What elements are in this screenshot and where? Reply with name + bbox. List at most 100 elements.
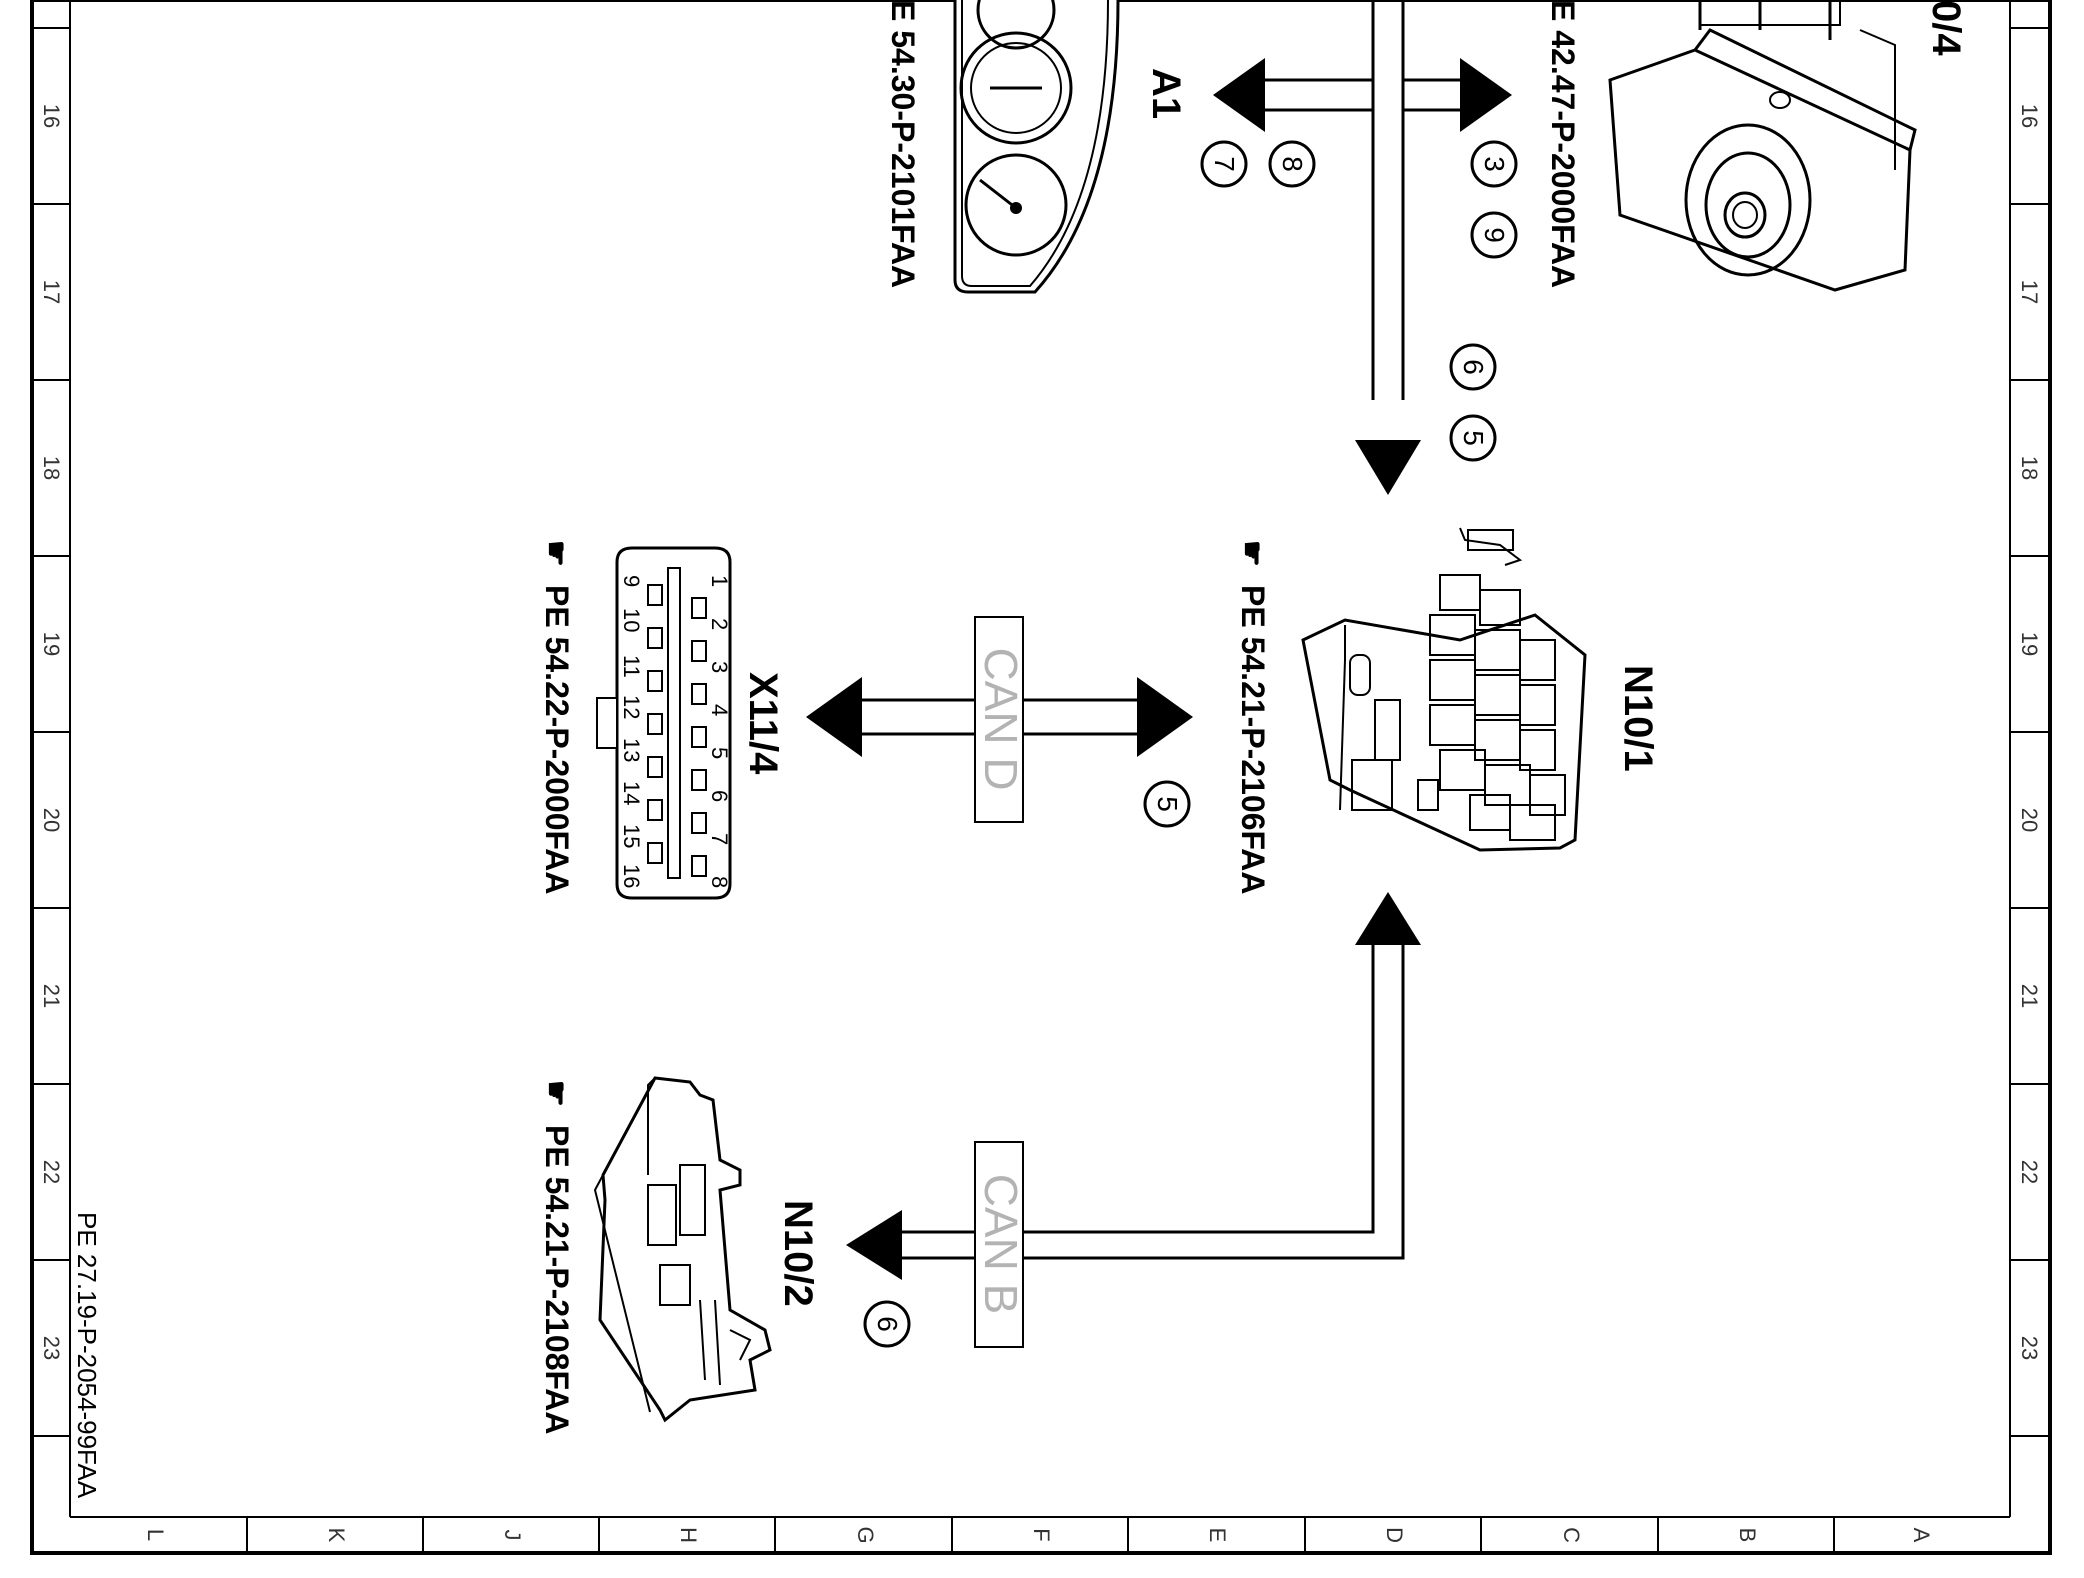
column-label: L [143,1529,168,1541]
a1-instrument-cluster [953,0,1120,294]
x11-4-pin-number: 6 [707,790,732,802]
a1-label: A1 [1144,68,1188,119]
bus-lines [858,0,1462,1260]
arrow-right-to-n10-1 [1137,677,1193,757]
n10-4-label: 0/4 [1924,0,1968,56]
n10-1-label: N10/1 [1616,665,1660,772]
left-row-label: 17 [39,280,64,304]
callout-a1-8: 8 [1268,140,1316,188]
left-row-label: 19 [39,632,64,656]
arrowheads [806,58,1512,1280]
can-b-label: CAN B [975,1174,1027,1315]
x11-4-pin-number: 9 [619,575,644,587]
n10-1-pointer-icon: ☛ [1235,540,1268,567]
left-row-ruler: 16 17 18 19 20 21 22 23 [32,27,70,1437]
document-reference: PE 27.19-P-2054-99FAA [72,1212,102,1499]
arrow-left-to-n10-2 [846,1210,902,1280]
right-row-label: 21 [2017,984,2042,1008]
right-row-label: 17 [2017,280,2042,304]
svg-text:8: 8 [1277,156,1308,172]
arrow-right-to-n10-4 [1460,58,1512,132]
x11-4-diagnostic-connector: 1 2 3 4 5 6 7 8 9 10 11 12 13 14 15 16 [596,546,732,900]
left-row-label: 23 [39,1336,64,1360]
column-label: C [1559,1527,1584,1543]
x11-4-pin-number: 11 [619,655,644,678]
left-row-label: 21 [39,984,64,1008]
n10-4-reference: E 42.47-P-2000FAA [1545,0,1581,288]
left-row-label: 22 [39,1160,64,1184]
x11-4-pin-number: 13 [619,738,644,762]
column-label: E [1205,1528,1230,1543]
right-row-label: 20 [2017,808,2042,832]
can-d-label-box: CAN D [974,616,1027,823]
can-b-label-box: CAN B [974,1141,1027,1348]
callout-n10-4-9: 9 [1470,211,1518,259]
right-row-label: 16 [2017,104,2042,128]
svg-text:9: 9 [1479,227,1510,243]
right-row-ruler: 16 17 18 19 20 21 22 23 [2010,27,2050,1437]
x11-4-pin-number: 8 [707,876,732,888]
callout-can-d-5: 5 [1143,780,1191,828]
n10-2-pointer-icon: ☛ [539,1080,572,1107]
callout-trunk-5: 5 [1449,414,1497,462]
column-label: J [500,1530,525,1541]
n10-2-label: N10/2 [776,1200,820,1307]
a1-reference: E 54.30-P-2101FAA [885,0,921,288]
x11-4-pin-number: 14 [619,781,644,805]
column-label: H [676,1527,701,1543]
column-label: G [853,1526,878,1543]
arrow-down-to-n10-1 [1355,440,1421,495]
callout-can-b-6: 6 [863,1300,911,1348]
x11-4-bottom-pin-row [647,584,663,864]
n10-1-reference: PE 54.21-P-2106FAA [1235,585,1271,895]
x11-4-pin-number: 7 [707,833,732,845]
right-row-label: 18 [2017,456,2042,480]
svg-text:5: 5 [1152,796,1183,812]
callout-n10-4-3: 3 [1470,140,1518,188]
left-row-label: 18 [39,456,64,480]
svg-text:5: 5 [1458,430,1489,446]
x11-4-label: X11/4 [741,672,785,775]
x11-4-pin-number: 4 [707,704,732,716]
column-label: F [1029,1528,1054,1541]
x11-4-pin-number: 10 [619,608,644,632]
x11-4-pointer-icon: ☛ [539,540,572,567]
right-row-label: 23 [2017,1336,2042,1360]
callout-a1-7: 7 [1200,140,1248,188]
callout-trunk-6: 6 [1449,343,1497,391]
right-row-label: 22 [2017,1160,2042,1184]
x11-4-pin-number: 2 [707,618,732,630]
column-label: B [1735,1528,1760,1543]
n10-1-module [1301,527,1587,852]
x11-4-pin-number: 5 [707,747,732,759]
can-d-label: CAN D [975,647,1027,790]
n10-1-terminal-block [1429,527,1566,841]
callouts: 8 7 3 9 6 5 5 6 [863,140,1518,1348]
svg-text:6: 6 [872,1316,903,1332]
bottom-column-ruler: L K J H G F E D C B A [143,1517,1934,1553]
sheet-frame [30,0,2052,1555]
x11-4-pin-number: 12 [619,695,644,719]
arrow-left-to-a1 [1213,58,1265,132]
x11-4-pin-number: 3 [707,661,732,673]
x11-4-reference: PE 54.22-P-2000FAA [539,585,575,895]
column-label: A [1909,1528,1934,1543]
arrow-left-to-x11-4 [806,677,862,757]
n10-4-module [1608,0,1917,292]
arrow-up-from-can-b [1355,892,1421,945]
x11-4-pin-number: 16 [619,864,644,888]
x11-4-pin-number: 15 [619,824,644,848]
x11-4-top-pin-row [691,597,707,877]
left-row-label: 16 [39,104,64,128]
left-row-label: 20 [39,808,64,832]
column-label: D [1382,1527,1407,1543]
right-row-label: 19 [2017,632,2042,656]
x11-4-pin-number: 1 [707,575,732,587]
svg-text:7: 7 [1209,156,1240,172]
svg-text:6: 6 [1458,359,1489,375]
n10-2-module [593,1076,772,1423]
svg-text:3: 3 [1479,156,1510,172]
column-label: K [324,1528,349,1543]
n10-2-reference: PE 54.21-P-2108FAA [539,1125,575,1435]
